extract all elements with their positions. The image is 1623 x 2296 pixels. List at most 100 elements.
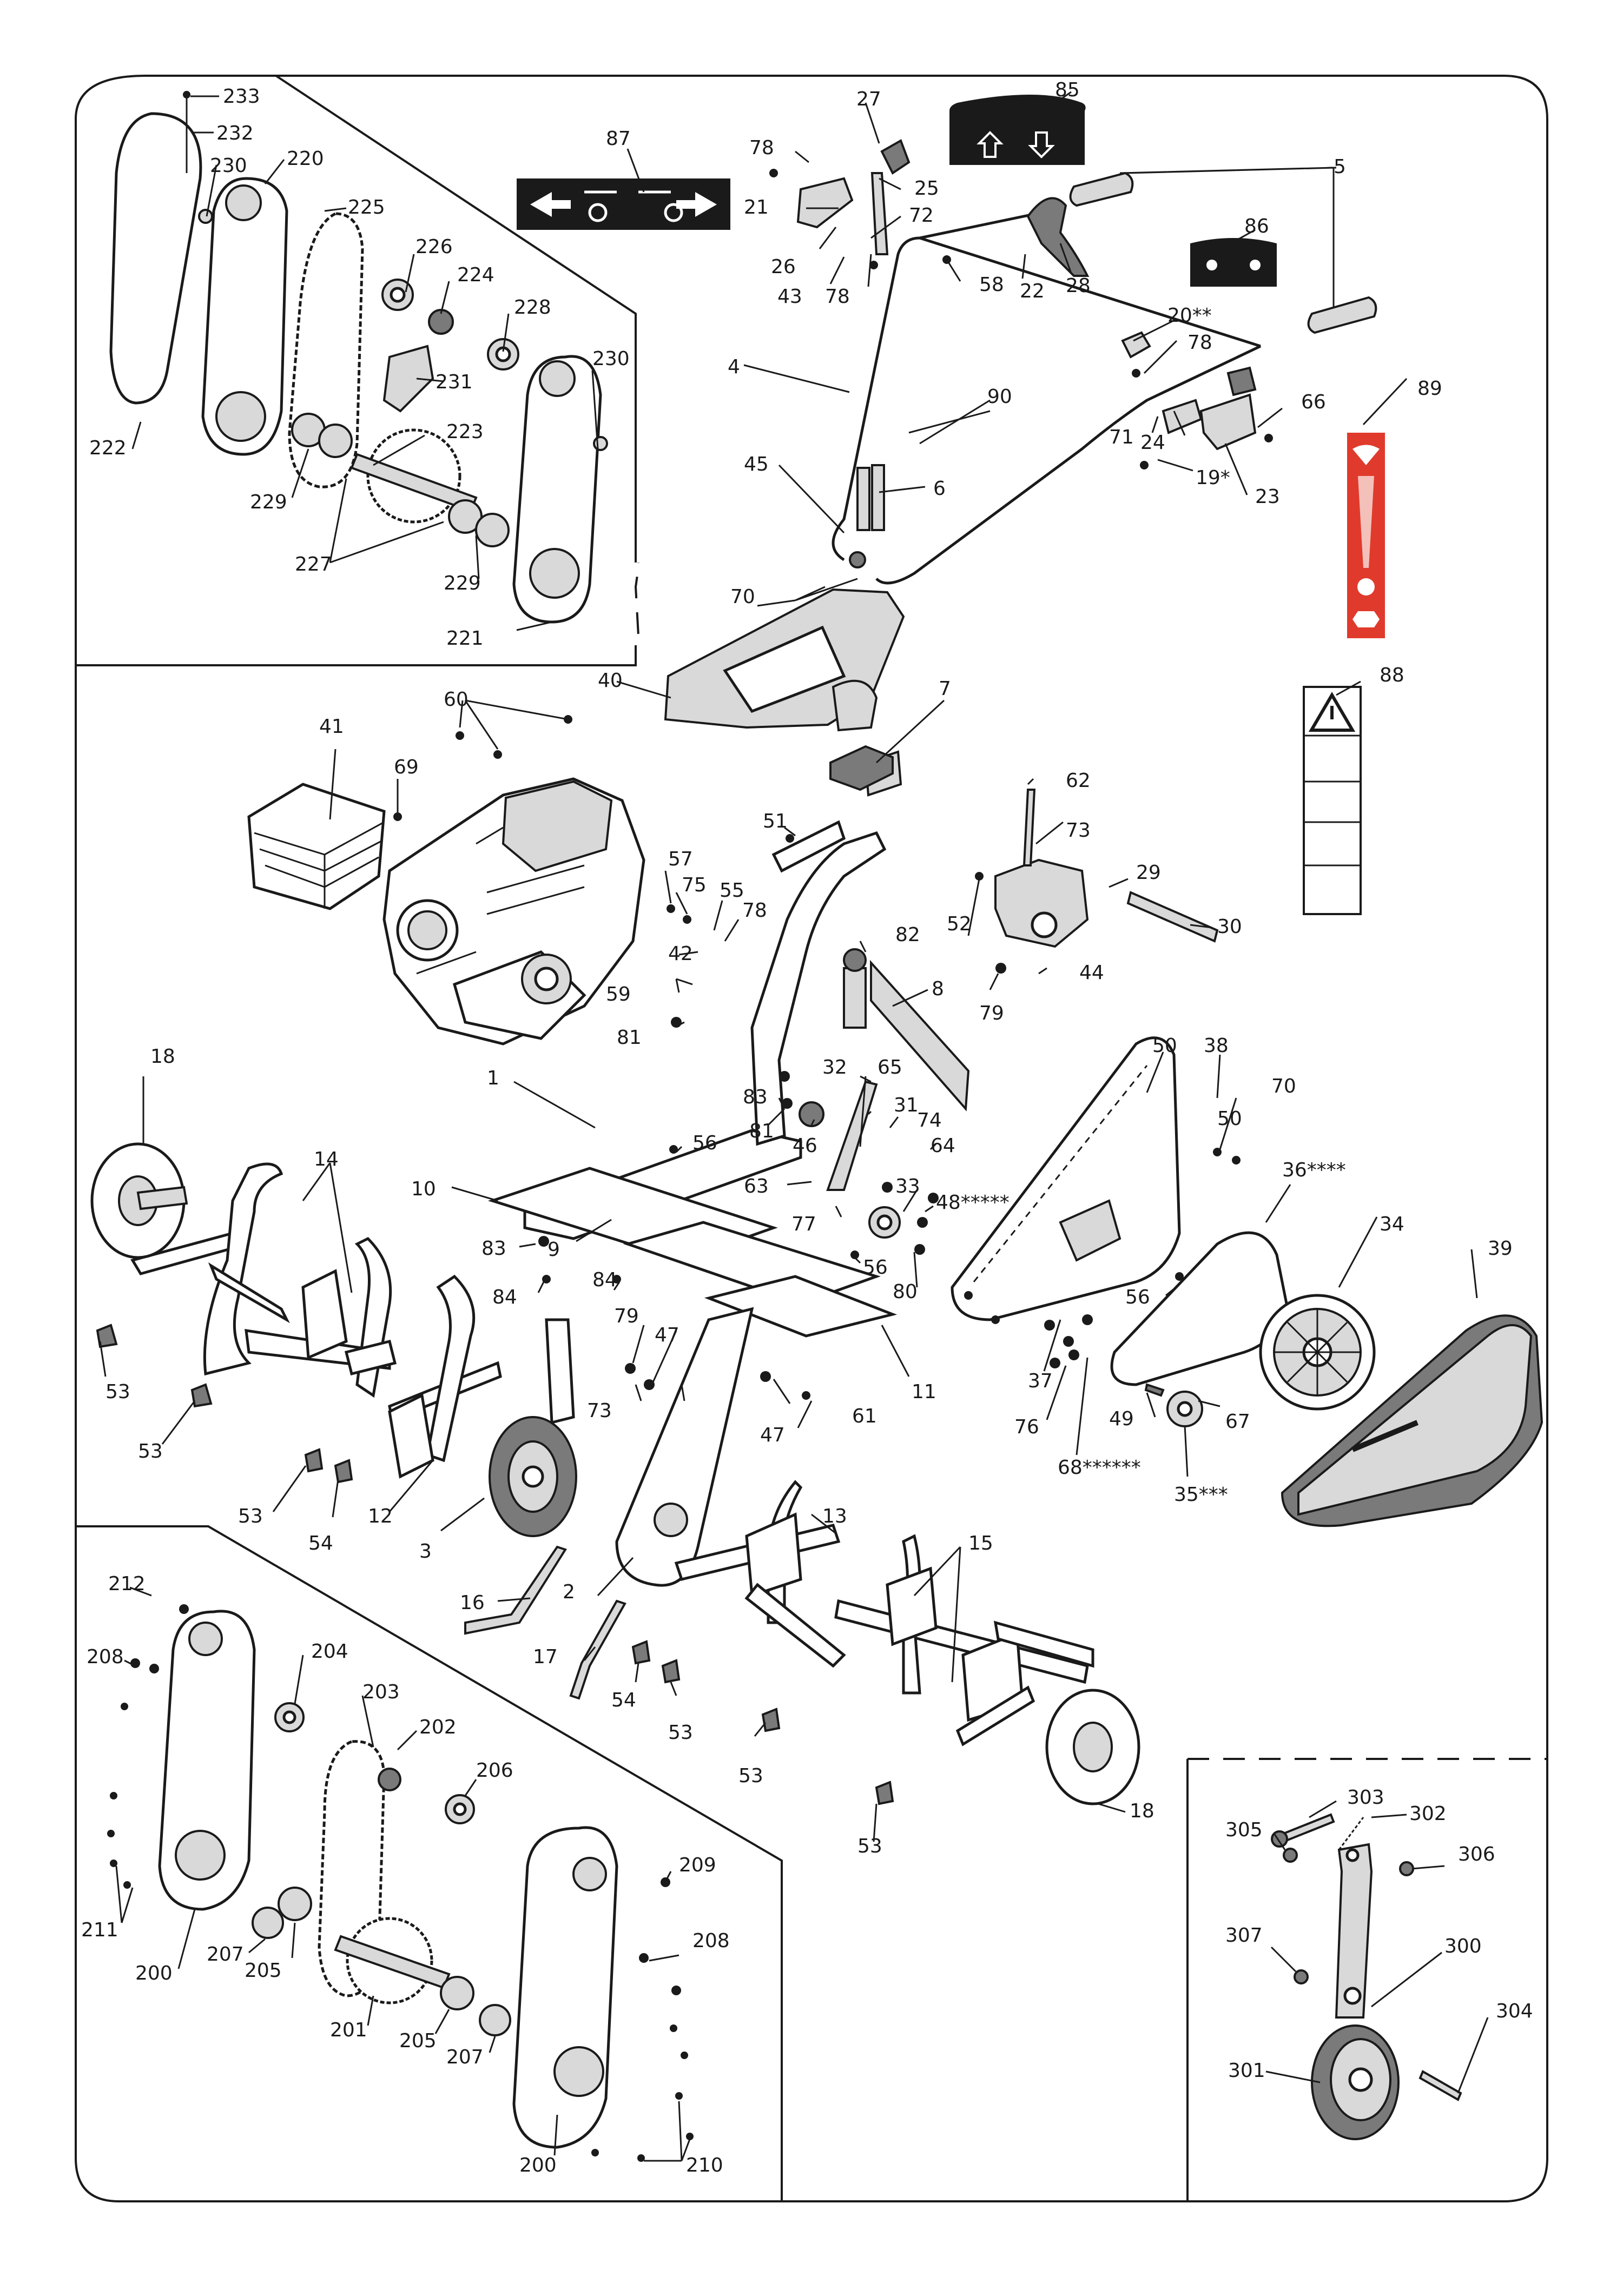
label-26: 26 <box>771 256 796 278</box>
label-229a: 229 <box>250 491 287 513</box>
label-77: 77 <box>791 1213 816 1235</box>
label-18a: 18 <box>150 1046 175 1068</box>
label-1: 1 <box>487 1067 499 1089</box>
safety-decal-89 <box>1347 433 1385 638</box>
label-203: 203 <box>362 1681 400 1703</box>
label-76: 76 <box>1014 1416 1039 1438</box>
label-23: 23 <box>1255 486 1280 508</box>
idler-35 <box>1144 1383 1203 1427</box>
label-5: 5 <box>1334 156 1346 178</box>
chain-case-200-right <box>512 1826 618 2149</box>
label-223: 223 <box>446 421 484 443</box>
label-51: 51 <box>763 810 788 832</box>
leader-lines <box>99 91 1489 2162</box>
label-211: 211 <box>81 1919 118 1941</box>
gearbox-29 <box>994 858 1089 948</box>
label-208a: 208 <box>87 1646 124 1668</box>
label-62: 62 <box>1066 770 1091 792</box>
label-200b: 200 <box>519 2154 557 2176</box>
label-49: 49 <box>1109 1408 1134 1430</box>
label-227: 227 <box>295 553 332 575</box>
label-18b: 18 <box>1130 1800 1154 1822</box>
chain-case-50 <box>951 1036 1181 1321</box>
label-200a: 200 <box>135 1962 173 1984</box>
label-45: 45 <box>744 453 769 475</box>
label-20: 20** <box>1167 305 1212 327</box>
spring-302 <box>1338 1817 1364 1850</box>
label-204: 204 <box>311 1640 348 1663</box>
label-4: 4 <box>728 356 740 378</box>
tine-assembly-14 <box>130 1162 397 1398</box>
label-53d: 53 <box>668 1722 693 1744</box>
shaft-8 <box>843 948 970 1111</box>
label-69: 69 <box>394 756 419 778</box>
pulley-33 <box>868 1206 901 1239</box>
label-75: 75 <box>682 874 707 896</box>
bearing-226 <box>381 279 414 311</box>
label-84b: 84 <box>592 1269 617 1291</box>
label-14: 14 <box>314 1148 339 1170</box>
label-36: 36**** <box>1282 1159 1346 1181</box>
label-84a: 84 <box>492 1286 517 1308</box>
direction-decal-87 <box>517 178 730 230</box>
label-53b: 53 <box>138 1440 163 1463</box>
pin-232-233 <box>183 91 190 173</box>
label-85: 85 <box>1055 79 1080 101</box>
label-47b: 47 <box>760 1424 785 1446</box>
label-13: 13 <box>822 1505 847 1527</box>
label-220: 220 <box>287 148 324 170</box>
label-207a: 207 <box>207 1943 244 1966</box>
label-83a: 83 <box>743 1086 768 1108</box>
label-307: 307 <box>1225 1924 1263 1947</box>
label-28: 28 <box>1066 275 1091 297</box>
label-10: 10 <box>411 1178 436 1200</box>
label-212: 212 <box>108 1573 146 1595</box>
label-226: 226 <box>415 236 453 258</box>
idler-arm-31 <box>799 1080 878 1191</box>
shift-assembly-21 <box>796 139 911 255</box>
bracket-23 <box>1121 331 1257 451</box>
label-66: 66 <box>1301 391 1326 413</box>
label-68: 68****** <box>1058 1457 1141 1479</box>
label-71: 71 <box>1109 426 1134 448</box>
label-78a: 78 <box>749 137 774 159</box>
label-63: 63 <box>744 1175 769 1197</box>
sheet-frame <box>75 75 1548 2202</box>
label-74: 74 <box>917 1109 942 1132</box>
label-2: 2 <box>563 1581 575 1603</box>
label-21: 21 <box>744 196 769 219</box>
label-56a: 56 <box>692 1132 717 1154</box>
label-64: 64 <box>931 1135 955 1157</box>
label-65: 65 <box>878 1056 902 1078</box>
label-41: 41 <box>319 716 344 738</box>
label-53e: 53 <box>738 1765 763 1787</box>
label-11: 11 <box>912 1381 936 1403</box>
decal-86 <box>1190 238 1277 287</box>
label-32: 32 <box>822 1056 847 1078</box>
label-78d: 78 <box>742 899 767 922</box>
label-3: 3 <box>419 1540 432 1563</box>
label-81b: 81 <box>749 1120 774 1142</box>
label-54b: 54 <box>611 1689 636 1711</box>
label-8: 8 <box>932 978 944 1000</box>
label-78c: 78 <box>1187 332 1212 354</box>
label-82: 82 <box>895 924 920 946</box>
disc-18-left <box>90 1142 188 1259</box>
bracket-300 <box>1335 1843 1373 2019</box>
label-78b: 78 <box>825 286 850 308</box>
bolt-304 <box>1419 2070 1462 2101</box>
grip-5 <box>1069 171 1377 334</box>
cover-40 <box>664 588 905 732</box>
belt-guard-39 <box>1281 1314 1543 1527</box>
label-81a: 81 <box>617 1027 642 1049</box>
air-filter-41 <box>247 783 386 910</box>
knob-7 <box>829 745 894 791</box>
label-70b: 70 <box>1271 1075 1296 1097</box>
chain-case-220 <box>201 177 288 456</box>
sprocket-202 <box>378 1768 401 1791</box>
chain-case-221 <box>512 355 602 624</box>
label-232: 232 <box>216 122 254 144</box>
label-40: 40 <box>598 670 623 692</box>
label-17: 17 <box>533 1646 558 1668</box>
label-48: 48***** <box>936 1192 1010 1214</box>
